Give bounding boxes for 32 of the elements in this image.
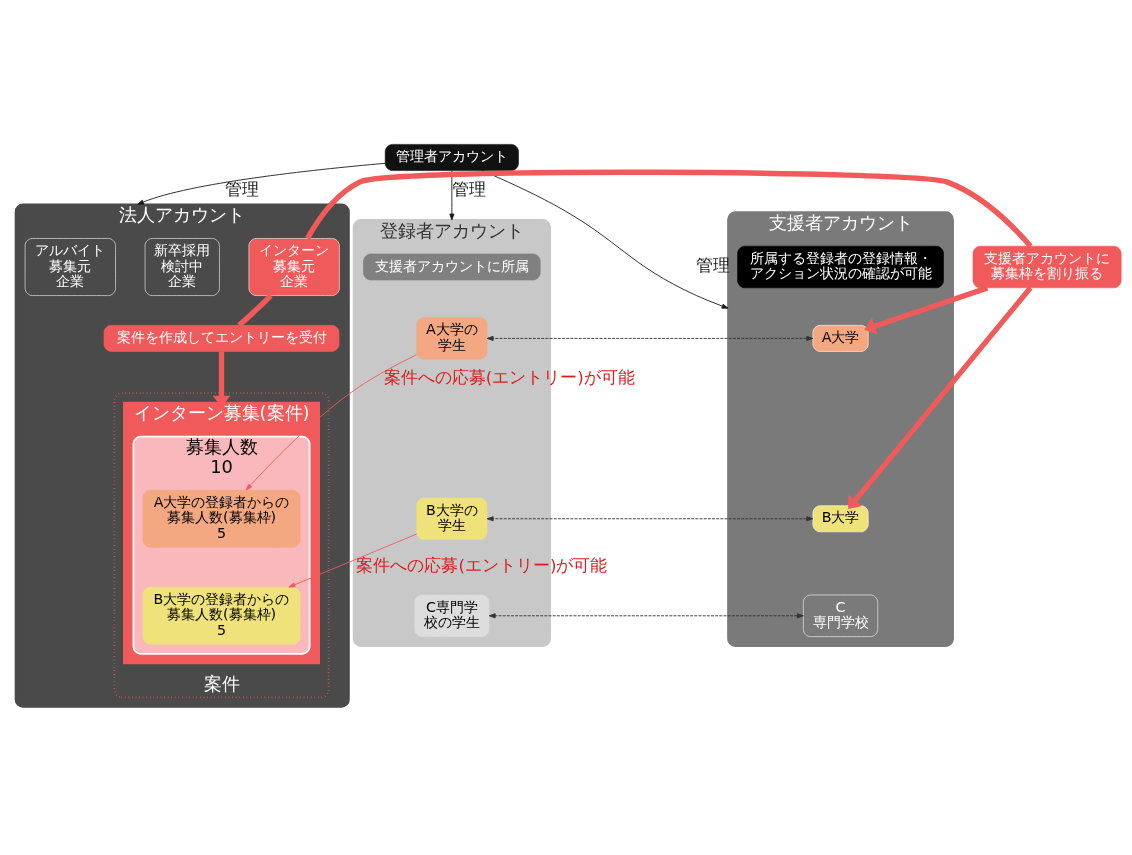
node-box: A大学の学生 — [416, 316, 488, 360]
arrow — [486, 335, 814, 341]
node-box: 所属する登録者の登録情報・アクション状況の確認が可能 — [737, 245, 944, 288]
node-box: C専門学校 — [803, 594, 879, 637]
edge-label: 案件への応募(エントリー)が可能 — [356, 555, 608, 575]
arrow — [449, 169, 455, 220]
edge-label: 管理 — [225, 179, 260, 199]
arrow — [481, 169, 729, 309]
node-box: C専門学校の学生 — [414, 594, 490, 637]
node-box: インターン募集元企業 — [248, 237, 340, 296]
node-box: 新卒採用検討中企業 — [144, 237, 220, 296]
node-box: B大学 — [812, 504, 869, 532]
node-box: アルバイト募集元企業 — [24, 237, 116, 296]
node-box: B大学の学生 — [416, 497, 488, 540]
node-box: A大学の登録者からの募集人数(募集枠) 5 — [142, 489, 301, 548]
arrow — [864, 284, 989, 334]
connector — [237, 293, 273, 327]
edge-label: 案件への応募(エントリー)が可能 — [383, 367, 635, 387]
node-box: B大学の登録者からの募集人数(募集枠) 5 — [142, 586, 301, 645]
arrow — [245, 353, 418, 490]
arrow — [137, 162, 386, 205]
edge-label: 管理 — [451, 179, 486, 199]
node-box: 支援者アカウントに所属 — [363, 253, 541, 280]
node-box: 案件を作成してエントリーを受付 — [103, 324, 340, 352]
arrow — [288, 533, 418, 588]
node-box: 支援者アカウントに募集枠を割り振る — [972, 245, 1122, 288]
node-box: A大学 — [812, 324, 869, 352]
node-box: 管理者アカウント — [384, 143, 519, 171]
arrow — [486, 515, 814, 521]
connector — [305, 169, 1033, 248]
arrow — [488, 612, 804, 618]
arrow — [848, 285, 1033, 509]
